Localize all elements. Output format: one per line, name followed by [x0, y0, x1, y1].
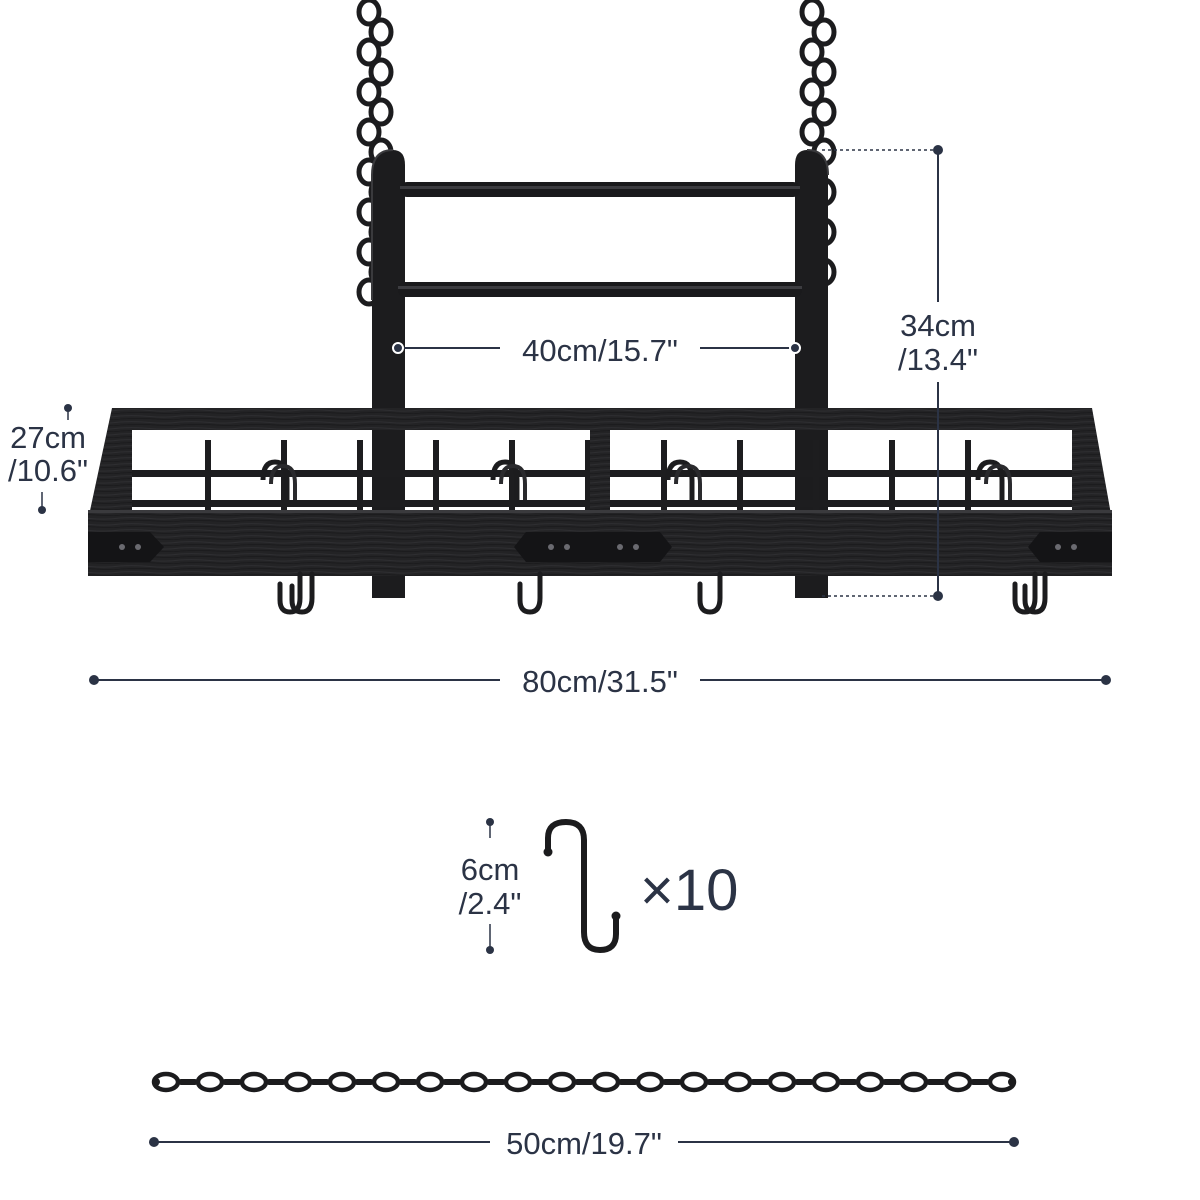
- height-in-label: /13.4": [898, 342, 978, 377]
- hook-length-in-label: /2.4": [459, 886, 522, 921]
- depth-dimension: 27cm /10.6": [8, 404, 88, 514]
- arch-frame: [371, 149, 829, 598]
- grid-hooks: [260, 459, 1012, 500]
- inner-width-dimension: 40cm/15.7": [392, 333, 801, 368]
- middle-crossbar: [398, 282, 802, 297]
- s-hook-icon: [543, 818, 621, 954]
- chain-accessory: [151, 1071, 1017, 1093]
- inner-width-label: 40cm/15.7": [522, 333, 678, 368]
- rack-tray: [88, 408, 1112, 576]
- under-tray-hooks: [277, 571, 1048, 615]
- depth-in-label: /10.6": [8, 453, 88, 488]
- hook-length-cm-label: 6cm: [461, 852, 520, 887]
- chain-length-dimension: 50cm/19.7": [149, 1126, 1019, 1161]
- chain-length-label: 50cm/19.7": [506, 1126, 662, 1161]
- height-cm-label: 34cm: [900, 308, 976, 343]
- total-width-label: 80cm/31.5": [522, 664, 678, 699]
- height-dimension: 34cm /13.4": [822, 145, 988, 601]
- hook-quantity-label: ×10: [640, 858, 738, 923]
- total-width-dimension: 80cm/31.5": [89, 664, 1111, 699]
- depth-cm-label: 27cm: [10, 420, 86, 455]
- top-crossbar: [400, 182, 800, 197]
- hook-length-dimension: 6cm /2.4": [459, 818, 522, 954]
